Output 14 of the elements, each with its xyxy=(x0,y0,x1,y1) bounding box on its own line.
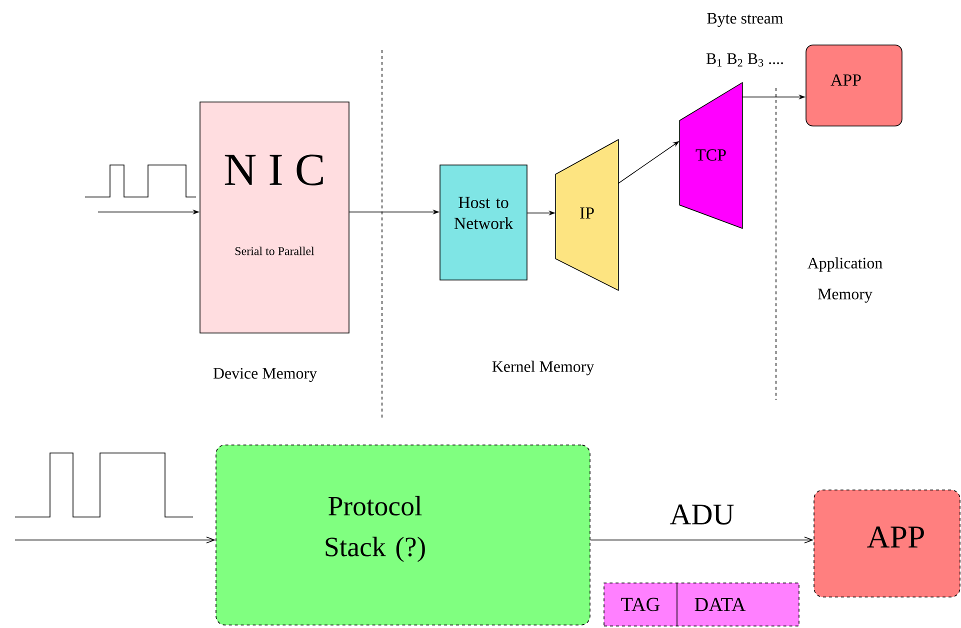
memory-label: Application Memory xyxy=(808,257,882,303)
edge-label: ADU xyxy=(668,504,736,526)
packet-box: TAG DATA xyxy=(604,582,800,626)
arrow xyxy=(14,536,216,544)
process-box: Host to Network xyxy=(440,164,528,280)
protocol-stack-box: Protocol Stack (?) xyxy=(216,444,590,626)
byte-sequence-label: B$_{1}$ B$_{2}$ B$_{3}$ .... xyxy=(706,53,783,67)
nic-box: N I C Serial to Parallel xyxy=(200,102,350,334)
memory-label: Device Memory xyxy=(213,368,317,382)
app-box: APP xyxy=(806,44,902,126)
app-box: APP xyxy=(814,490,960,598)
arrow xyxy=(590,536,814,544)
heading-label: Byte stream xyxy=(707,13,784,27)
memory-label: Kernel Memory xyxy=(492,360,594,376)
